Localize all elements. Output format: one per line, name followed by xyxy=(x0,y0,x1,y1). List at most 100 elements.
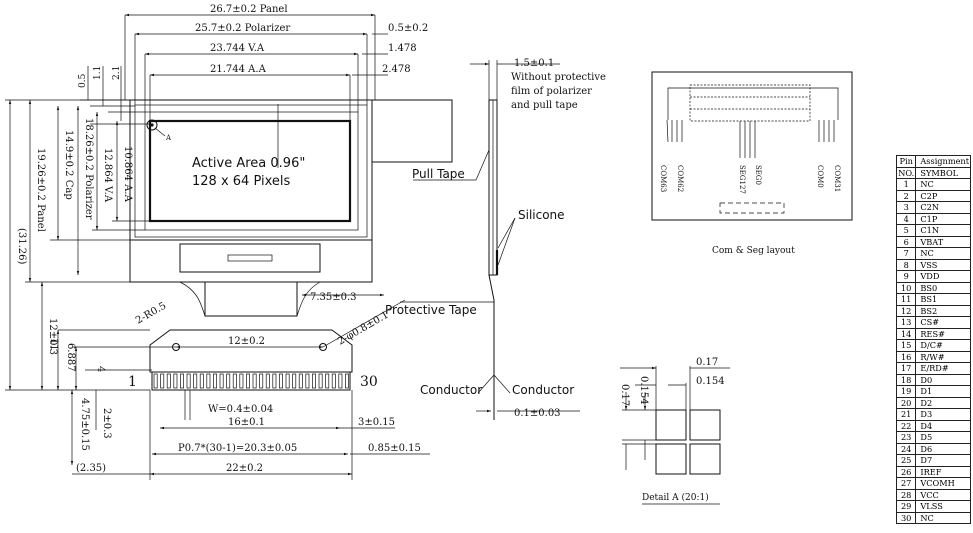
dim-pitch: P0.7*(30-1)=20.3±0.05 xyxy=(178,443,297,454)
side-fpc xyxy=(488,274,495,420)
mark-a-circle xyxy=(146,119,158,131)
fpc-pad xyxy=(312,373,316,389)
pin-no-cell: 29 xyxy=(895,500,917,513)
dim-4-75: 4.75±0.15 xyxy=(79,398,90,451)
dim-12: 12±0.3 xyxy=(47,318,58,355)
fpc-pad xyxy=(345,373,349,389)
dim-6-887: 6.887 xyxy=(65,343,76,372)
pin-symbol-cell: RES# xyxy=(915,327,971,340)
pin-no-cell: 27 xyxy=(895,477,917,490)
dim-22: 22±0.2 xyxy=(226,463,263,474)
dim-0-85: 0.85±0.15 xyxy=(368,443,421,454)
fpc-pad xyxy=(173,373,178,389)
pin-symbol-cell: VLSS xyxy=(915,500,971,513)
fpc-pad xyxy=(252,373,257,389)
pin-no-cell: 14 xyxy=(895,327,917,340)
table-header-row: Pin Assignment xyxy=(895,155,971,168)
fpc-neck xyxy=(204,282,298,317)
pin-symbol-cell: VCOMH xyxy=(915,477,971,490)
dim-pad-width: W=0.4±0.04 xyxy=(208,404,273,415)
pin-symbol-cell: C1P xyxy=(915,212,971,225)
dim-cap-height: 14.9±0.2 Cap xyxy=(63,130,74,200)
pin-first-label: 1 xyxy=(128,374,137,390)
dim-panel-height: 19.26±0.2 Panel xyxy=(35,148,46,232)
fpc-pad xyxy=(199,373,204,389)
pin-symbol-cell: D4 xyxy=(915,419,971,432)
note-line-2: film of polarizer xyxy=(511,86,592,97)
fpc-pad xyxy=(265,373,270,389)
pin-symbol-cell: VBAT xyxy=(915,235,971,248)
fpc-pad-strip xyxy=(151,371,351,391)
dim-2-478: 2.478 xyxy=(382,64,411,75)
pin-last-label: 30 xyxy=(360,374,378,390)
pin-symbol-cell: D5 xyxy=(915,431,971,444)
pin-symbol-cell: CS# xyxy=(915,316,971,329)
active-area xyxy=(148,119,352,223)
pull-tape-label: Pull Tape xyxy=(412,167,465,181)
fpc-pad xyxy=(338,373,343,389)
fpc-pad xyxy=(272,373,277,389)
pin-symbol-cell: VDD xyxy=(915,270,971,283)
pin-symbol-cell: C2N xyxy=(915,201,971,214)
pin-symbol-cell: NC xyxy=(915,511,971,524)
fpc-pad xyxy=(246,373,250,389)
note-line-3: and pull tape xyxy=(511,100,578,111)
detail-v-0-154: 0.154 xyxy=(638,376,649,405)
pin-symbol-cell: NC xyxy=(915,178,971,191)
fpc-pad xyxy=(193,373,198,389)
fpc-tail xyxy=(149,329,353,373)
pin-no-cell: 28 xyxy=(895,488,917,501)
com63-label: COM63 xyxy=(659,165,667,192)
pin-no-cell: 7 xyxy=(895,247,917,260)
polarizer-outline xyxy=(134,104,368,238)
subheader-no: NO. xyxy=(895,166,917,179)
fpc-pad xyxy=(160,373,165,389)
dim-va-height: 12.864 V.A xyxy=(102,148,113,203)
layout-caption: Com & Seg layout xyxy=(712,246,795,256)
pin-symbol-cell: IREF xyxy=(915,465,971,478)
cap-hatch xyxy=(129,239,373,283)
pin-symbol-cell: D7 xyxy=(915,454,971,467)
dim-r0-5: 2-R0.5 xyxy=(134,300,168,326)
side-view: 1.5±0.1 Without protective film of polar… xyxy=(385,58,606,420)
dim-1-478: 1.478 xyxy=(388,43,417,54)
com31-label: COM31 xyxy=(833,165,841,192)
conductor-left-label: Conductor xyxy=(420,383,482,397)
note-line-1: Without protective xyxy=(511,72,606,83)
fpc-pad xyxy=(279,373,283,389)
fpc-pad xyxy=(298,373,303,389)
dim-2: 2±0.3 xyxy=(101,408,112,439)
dim-2-35: (2.35) xyxy=(76,463,106,474)
pin-no-cell: 17 xyxy=(895,362,917,375)
com0-label: COM0 xyxy=(816,165,824,188)
fpc-pad xyxy=(206,373,211,389)
pin-no-cell: 6 xyxy=(895,235,917,248)
com62-label: COM62 xyxy=(676,165,684,192)
pin-symbol-cell: BS2 xyxy=(915,304,971,317)
fpc-pad xyxy=(226,373,231,389)
pin-symbol-cell: D1 xyxy=(915,385,971,398)
fpc-pad xyxy=(325,373,330,389)
pin-no-cell: 19 xyxy=(895,385,917,398)
header-pin: Pin xyxy=(895,155,917,168)
fpc-pad xyxy=(292,373,297,389)
pin-no-cell: 8 xyxy=(895,258,917,271)
